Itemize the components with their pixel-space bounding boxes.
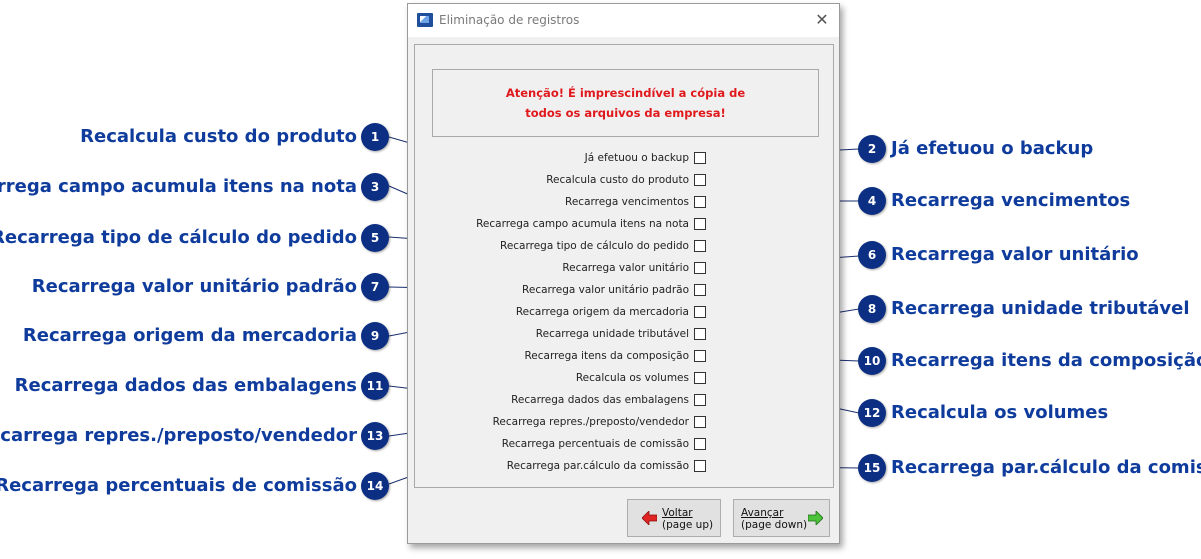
checkbox[interactable] <box>694 416 706 428</box>
callout-badge-2: 2 <box>858 135 886 163</box>
checkbox[interactable] <box>694 350 706 362</box>
option-reload-origin[interactable]: Recarrega origem da mercadoria <box>516 301 706 323</box>
checkbox[interactable] <box>694 262 706 274</box>
app-icon <box>417 13 433 27</box>
option-label: Recarrega valor unitário padrão <box>522 284 689 296</box>
callout-badge-14: 14 <box>361 472 389 500</box>
callout-label-1: Recalcula custo do produto <box>80 126 357 147</box>
option-reload-salesperson[interactable]: Recarrega repres./preposto/vendedor <box>493 411 706 433</box>
warning-line-1: Atenção! É imprescindível a cópia de <box>505 86 746 100</box>
option-label: Recarrega par.cálculo da comissão <box>506 460 689 472</box>
callout-label-14: Recarrega percentuais de comissão <box>0 475 357 496</box>
option-recalc-cost[interactable]: Recalcula custo do produto <box>546 169 706 191</box>
callout-label-7: Recarrega valor unitário padrão <box>31 276 357 297</box>
checkbox[interactable] <box>694 438 706 450</box>
checkbox[interactable] <box>694 328 706 340</box>
options-group: Atenção! É imprescindível a cópia de tod… <box>414 44 834 488</box>
callout-badge-4: 4 <box>858 187 886 215</box>
warning-box: Atenção! É imprescindível a cópia de tod… <box>432 69 819 137</box>
callout-label-3: Recarrega campo acumula itens na nota <box>0 176 357 197</box>
callout-label-11: Recarrega dados das embalagens <box>14 375 357 396</box>
checkbox[interactable] <box>694 372 706 384</box>
option-label: Recalcula os volumes <box>575 372 689 384</box>
callout-badge-1: 1 <box>361 123 389 151</box>
callout-badge-11: 11 <box>361 372 389 400</box>
callout-label-2: Já efetuou o backup <box>891 138 1094 159</box>
callout-badge-9: 9 <box>361 322 389 350</box>
checkbox[interactable] <box>694 394 706 406</box>
next-button-shortcut: (page down) <box>741 519 808 531</box>
callout-label-13: Recarrega repres./preposto/vendedor <box>0 425 357 446</box>
option-label: Recarrega origem da mercadoria <box>515 306 689 318</box>
option-reload-commission-pct[interactable]: Recarrega percentuais de comissão <box>502 433 706 455</box>
callout-label-9: Recarrega origem da mercadoria <box>22 325 357 346</box>
callout-label-8: Recarrega unidade tributável <box>891 298 1190 319</box>
callout-badge-5: 5 <box>361 224 389 252</box>
option-label: Recarrega campo acumula itens na nota <box>476 218 689 230</box>
callout-badge-10: 10 <box>858 347 886 375</box>
title-bar: Eliminação de registros ✕ <box>408 4 839 37</box>
callout-badge-8: 8 <box>858 295 886 323</box>
option-backup[interactable]: Já efetuou o backup <box>585 147 706 169</box>
option-label: Recarrega repres./preposto/vendedor <box>492 416 689 428</box>
window-title: Eliminação de registros <box>439 13 580 27</box>
checkbox[interactable] <box>694 306 706 318</box>
checkbox[interactable] <box>694 284 706 296</box>
option-label: Recarrega unidade tributável <box>535 328 689 340</box>
close-icon[interactable]: ✕ <box>815 10 829 29</box>
next-button-label: Avançar <box>741 507 784 519</box>
option-label: Já efetuou o backup <box>584 152 689 164</box>
option-reload-commission-params[interactable]: Recarrega par.cálculo da comissão <box>507 455 706 477</box>
option-recalc-volumes[interactable]: Recalcula os volumes <box>576 367 706 389</box>
callout-label-4: Recarrega vencimentos <box>891 190 1131 211</box>
back-button-shortcut: (page up) <box>662 519 714 531</box>
option-label: Recarrega tipo de cálculo do pedido <box>500 240 689 252</box>
option-reload-default-unit-value[interactable]: Recarrega valor unitário padrão <box>522 279 706 301</box>
option-label: Recarrega dados das embalagens <box>511 394 689 406</box>
next-button[interactable]: Avançar (page down) <box>733 499 830 537</box>
option-label: Recarrega vencimentos <box>565 196 689 208</box>
checkbox[interactable] <box>694 196 706 208</box>
checkbox[interactable] <box>694 152 706 164</box>
arrow-right-icon <box>808 511 823 525</box>
option-label: Recarrega itens da composição <box>524 350 689 362</box>
callout-badge-12: 12 <box>858 399 886 427</box>
callout-badge-3: 3 <box>361 173 389 201</box>
option-reload-accumulate[interactable]: Recarrega campo acumula itens na nota <box>476 213 706 235</box>
option-reload-calc-type[interactable]: Recarrega tipo de cálculo do pedido <box>500 235 706 257</box>
arrow-left-icon <box>642 511 657 525</box>
callout-badge-6: 6 <box>858 241 886 269</box>
back-button[interactable]: Voltar (page up) <box>627 499 721 537</box>
checkbox[interactable] <box>694 240 706 252</box>
callout-label-10: Recarrega itens da composição <box>891 350 1201 371</box>
option-reload-unit-value[interactable]: Recarrega valor unitário <box>562 257 706 279</box>
option-label: Recalcula custo do produto <box>546 174 689 186</box>
checkbox[interactable] <box>694 460 706 472</box>
elimination-dialog: Eliminação de registros ✕ Atenção! É imp… <box>407 3 840 544</box>
callout-label-12: Recalcula os volumes <box>891 402 1109 423</box>
callout-badge-13: 13 <box>361 422 389 450</box>
callout-badge-15: 15 <box>858 454 886 482</box>
callout-label-6: Recarrega valor unitário <box>891 244 1139 265</box>
option-reload-due-dates[interactable]: Recarrega vencimentos <box>565 191 706 213</box>
option-label: Recarrega valor unitário <box>562 262 689 274</box>
option-reload-composition[interactable]: Recarrega itens da composição <box>524 345 706 367</box>
option-reload-packaging[interactable]: Recarrega dados das embalagens <box>511 389 706 411</box>
callout-badge-7: 7 <box>361 273 389 301</box>
warning-line-2: todos os arquivos da empresa! <box>525 106 726 120</box>
callout-label-5: Recarrega tipo de cálculo do pedido <box>0 227 357 248</box>
option-label: Recarrega percentuais de comissão <box>501 438 689 450</box>
callout-label-15: Recarrega par.cálculo da comissão <box>891 457 1201 478</box>
checkbox[interactable] <box>694 218 706 230</box>
checkbox[interactable] <box>694 174 706 186</box>
option-reload-tax-unit[interactable]: Recarrega unidade tributável <box>536 323 706 345</box>
back-button-label: Voltar <box>662 507 693 519</box>
